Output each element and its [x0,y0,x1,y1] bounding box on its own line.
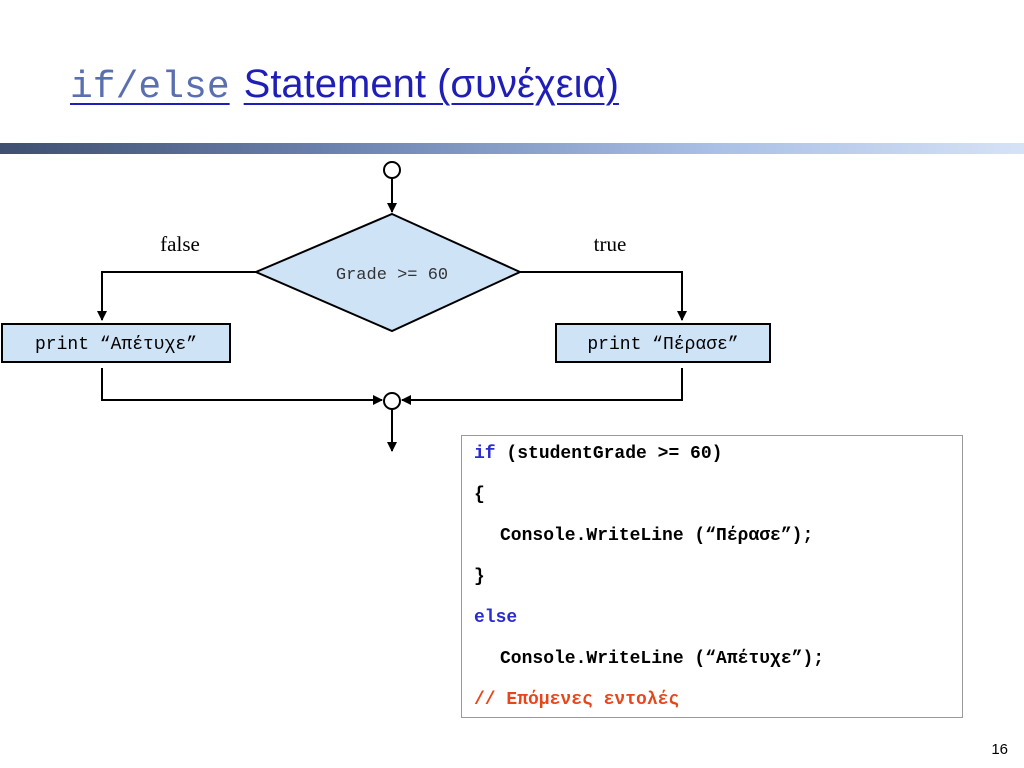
title-text: Statement (συνέχεια) [243,62,619,106]
code-comment: // Επόμενες εντολές [474,690,680,710]
true-action-text: print “Πέρασε” [587,335,738,355]
title-code: if/else [70,66,230,109]
header-bar [0,143,1024,154]
true-label: true [594,232,627,256]
start-connector [383,161,401,179]
true-branch-line [520,271,687,321]
false-label: false [160,232,200,256]
code-box: if (studentGrade >= 60) { Console.WriteL… [461,435,963,718]
flowchart: Grade >= 60 false true print “Απέτυχε” p… [1,161,771,452]
if-condition: (studentGrade >= 60) [495,444,723,464]
slide-title: if/else Statement (συνέχεια) [70,62,619,109]
true-action-box [555,323,771,363]
decision-text: Grade >= 60 [336,266,448,285]
code-line-else: else [474,608,517,628]
code-line-true-output: Console.WriteLine (“Πέρασε”); [500,526,814,546]
false-branch-line [97,271,256,321]
code-line-comment: // Επόμενες εντολές [474,690,679,710]
decision-diamond [253,212,523,333]
code-line-open-brace: { [474,485,485,505]
code-line-false-output: Console.WriteLine (“Απέτυχε”); [500,649,825,669]
false-action-box [1,323,231,363]
else-keyword: else [474,608,518,628]
code-line-close-brace: } [474,567,485,587]
false-merge-line [101,368,383,405]
page-number: 16 [991,741,1008,758]
if-keyword: if [474,444,496,464]
true-merge-line [401,368,683,405]
code-line-if: if (studentGrade >= 60) [474,444,722,464]
merge-connector [383,392,401,410]
false-action-text: print “Απέτυχε” [35,335,197,355]
